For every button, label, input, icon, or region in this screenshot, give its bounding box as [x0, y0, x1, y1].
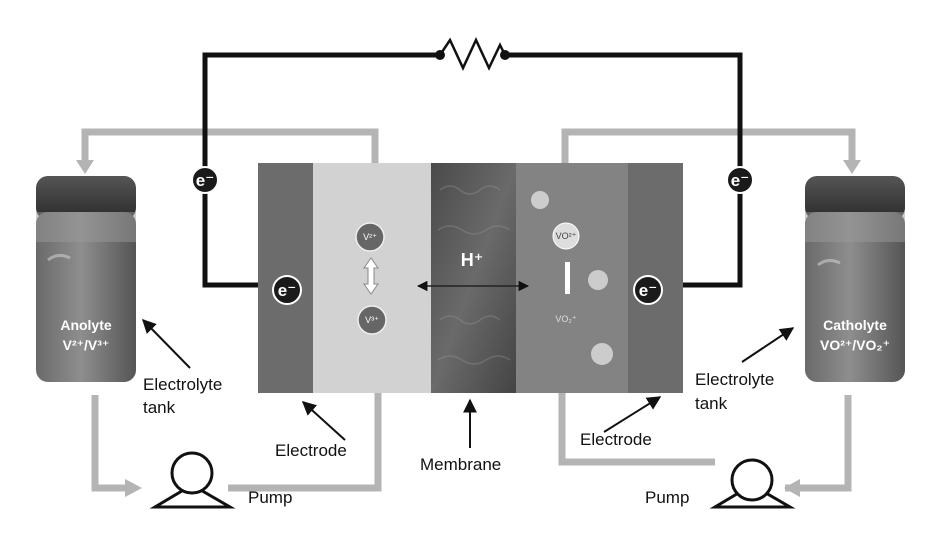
catholyte-tank: Catholyte VO²⁺/VO₂⁺	[805, 176, 905, 382]
catholyte-name: Catholyte	[823, 317, 887, 333]
ion-v2-label: V²⁺	[363, 232, 377, 242]
electrolyte-tank-label-right-line2: tank	[695, 394, 728, 413]
pump-left	[155, 453, 230, 507]
electrolyte-tank-label-left-line2: tank	[143, 398, 176, 417]
resistor	[435, 40, 510, 68]
pump-label-right: Pump	[645, 488, 689, 507]
ion-v3-label: V³⁺	[365, 315, 379, 325]
electron-label-left-electrode: e⁻	[278, 281, 296, 300]
electrolyte-tank-label-left-line1: Electrolyte	[143, 375, 222, 394]
membrane-layer	[431, 163, 516, 393]
pump-label-left: Pump	[248, 488, 292, 507]
electron-label-left-wire: e⁻	[196, 171, 214, 190]
anolyte-species: V²⁺/V³⁺	[63, 337, 110, 353]
electrolyte-tank-label-right-line1: Electrolyte	[695, 370, 774, 389]
ion-vo2-label: VO²⁺	[556, 231, 577, 241]
anolyte-tank: Anolyte V²⁺/V³⁺	[36, 176, 136, 382]
pump-right	[715, 460, 790, 507]
membrane-label: Membrane	[420, 455, 501, 474]
proton-label: H⁺	[461, 250, 484, 270]
electron-label-right-wire: e⁻	[731, 171, 749, 190]
electrode-label-right: Electrode	[580, 430, 652, 449]
electrode-label-left: Electrode	[275, 441, 347, 460]
catholyte-species: VO²⁺/VO₂⁺	[820, 337, 890, 353]
electron-label-right-electrode: e⁻	[639, 281, 657, 300]
anolyte-name: Anolyte	[60, 317, 112, 333]
ion-vo2p-label: VO₂⁺	[555, 314, 576, 324]
cell	[258, 163, 683, 393]
